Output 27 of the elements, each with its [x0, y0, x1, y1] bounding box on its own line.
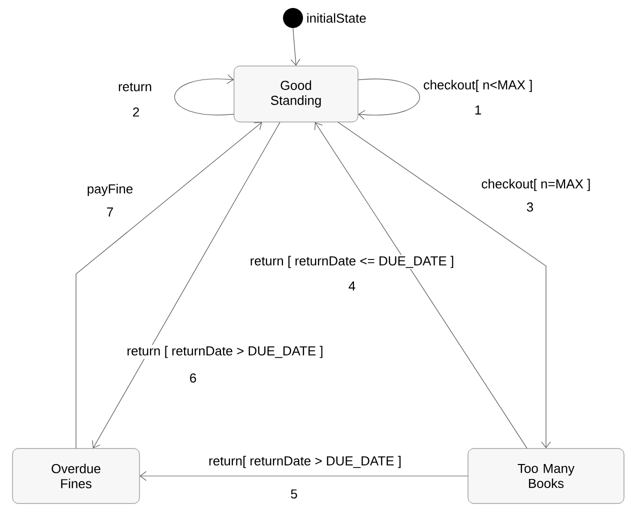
edge-label: return [ returnDate > DUE_DATE ] — [126, 344, 324, 360]
edge-label: return[ returnDate > DUE_DATE ] — [208, 454, 403, 470]
transition-number: 7 — [105, 206, 115, 218]
edge-label: checkout[ n<MAX ] — [422, 78, 534, 94]
transition-number: 6 — [188, 372, 198, 384]
transition-number: 3 — [525, 201, 535, 213]
state-box: Good Standing — [234, 66, 358, 122]
edge-label: return — [117, 82, 153, 92]
transition-number: 2 — [131, 106, 141, 118]
initial-state-dot — [283, 8, 303, 28]
transition-arrow — [140, 471, 468, 481]
edge-label: checkout[ n=MAX ] — [480, 178, 592, 192]
transition-arrow — [76, 122, 262, 449]
transition-arrow — [92, 122, 280, 448]
edge-label: payFine — [86, 182, 134, 198]
state-name: initialState — [307, 13, 366, 23]
transition-arrow — [290, 28, 300, 66]
transition-number: 1 — [473, 104, 483, 116]
state-box: Overdue Fines — [12, 448, 140, 504]
transition-number: 4 — [347, 280, 357, 292]
transition-arrow — [358, 78, 420, 120]
transition-arrow — [314, 122, 528, 449]
edge-label: return [ returnDate <= DUE_DATE ] — [248, 254, 456, 270]
transition-arrow — [174, 74, 234, 116]
state-box: Too Many Books — [468, 448, 624, 504]
transition-arrow — [338, 122, 551, 448]
transition-number: 5 — [289, 488, 299, 500]
